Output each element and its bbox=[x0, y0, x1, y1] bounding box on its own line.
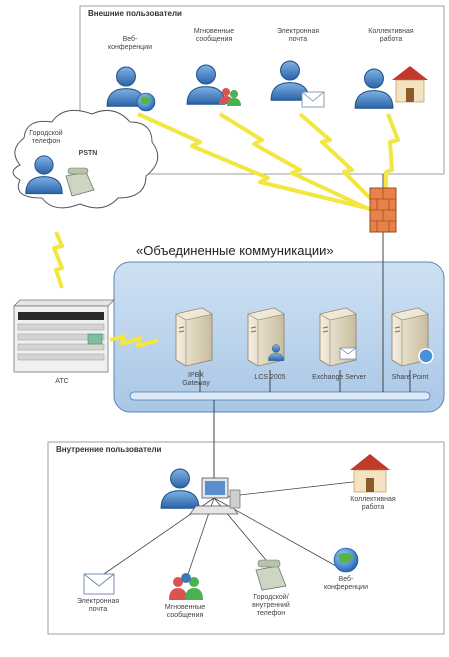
house-icon bbox=[392, 66, 428, 103]
envelope-icon bbox=[301, 91, 325, 108]
uc-bus bbox=[129, 391, 431, 401]
external-users-title: Внешние пользователи bbox=[88, 9, 182, 18]
two-people-icon bbox=[169, 573, 203, 600]
pstn-user bbox=[25, 155, 95, 197]
internal-item-phone-label: Городской/ внутренний телефон bbox=[252, 594, 290, 617]
internal-item-im-label: Мгновенные сообщения bbox=[164, 604, 206, 619]
internal-hub bbox=[103, 468, 371, 581]
external-user-web bbox=[106, 66, 156, 112]
external-user-mail-label: Электронная почта bbox=[276, 28, 320, 43]
atc-label: АТС bbox=[55, 378, 69, 385]
internal-item-mail bbox=[83, 573, 115, 595]
phone-icon bbox=[65, 167, 95, 197]
uc-title: «Объединенные коммуникации» bbox=[136, 243, 334, 258]
internal-item-web-label: Веб- конференции bbox=[323, 576, 369, 591]
house-icon bbox=[350, 454, 390, 493]
pstn-user-label: Городской телефон bbox=[29, 130, 63, 145]
internal-item-collab-label: Коллективная работа bbox=[350, 496, 396, 511]
server-pbx-label: IPBX Gateway bbox=[182, 372, 210, 387]
pstn-label: PSTN bbox=[78, 150, 98, 157]
internal-item-collab bbox=[350, 454, 390, 493]
computer-icon bbox=[189, 477, 241, 515]
server-exchange-label: Exchange Server bbox=[312, 374, 366, 381]
lightning-links bbox=[52, 112, 400, 348]
internal-users-title: Внутренние пользователи bbox=[56, 445, 162, 454]
firewall-icon bbox=[369, 187, 397, 233]
external-user-im-label: Мгновенные сообщения bbox=[193, 28, 235, 43]
external-user-collab-label: Коллективная работа bbox=[368, 28, 414, 43]
server-sharepoint-label: Share Point bbox=[391, 374, 429, 381]
server-pbx bbox=[175, 307, 213, 367]
server-exchange bbox=[319, 307, 357, 367]
server-sharepoint bbox=[391, 307, 434, 367]
server-lcs-label: LCS 2005 bbox=[254, 374, 286, 381]
internal-item-phone bbox=[255, 559, 287, 591]
two-people-icon bbox=[219, 88, 241, 106]
atc-rack-icon bbox=[13, 299, 115, 373]
external-user-mail bbox=[270, 60, 325, 108]
external-user-collab bbox=[354, 66, 428, 109]
server-lcs bbox=[247, 307, 285, 367]
envelope-icon bbox=[83, 573, 115, 595]
phone-icon bbox=[255, 559, 287, 591]
external-user-web-label: Веб- конференции bbox=[107, 36, 153, 51]
internal-item-web bbox=[333, 547, 359, 573]
internal-item-im bbox=[169, 573, 203, 600]
external-user-im bbox=[186, 64, 241, 106]
internal-item-mail-label: Электронная почта bbox=[76, 598, 120, 613]
